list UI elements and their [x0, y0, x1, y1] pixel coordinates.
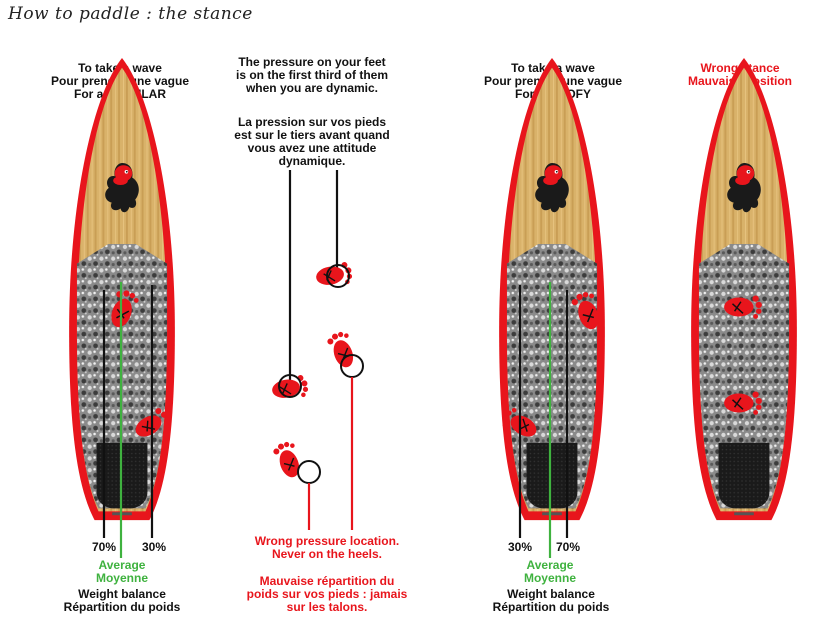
weight-line-text: Répartition du poids: [492, 600, 610, 614]
goofy-weight-label: Weight balance Répartition du poids: [481, 588, 621, 614]
pressure-circle: [326, 264, 350, 288]
pressure-fr-line: vous avez une attitude: [247, 141, 377, 155]
weight-line-text: Répartition du poids: [63, 600, 181, 614]
regular-left-percent: 70%: [91, 540, 117, 554]
weight-line-text: Weight balance: [78, 587, 166, 601]
goofy-left-percent: 30%: [507, 540, 533, 554]
goofy-board: [498, 57, 606, 558]
average-line-text: Moyenne: [95, 571, 148, 585]
wrong-pressure-en-line: Never on the heels.: [271, 547, 383, 561]
wrong-pressure-fr: Mauvaise répartition du poids sur vos pi…: [232, 575, 422, 614]
pressure-fr-text: La pression sur vos pieds est sur le tie…: [222, 116, 402, 168]
page-title: How to paddle : the stance: [8, 4, 253, 24]
wrong-stance-board: [691, 57, 797, 521]
pressure-circle: [278, 374, 302, 398]
regular-weight-label: Weight balance Répartition du poids: [52, 588, 192, 614]
wrong-pressure-fr-line: sur les talons.: [286, 600, 368, 614]
pressure-en-line: The pressure on your feet: [238, 55, 386, 69]
goofy-right-percent: 70%: [555, 540, 581, 554]
pressure-en-line: when you are dynamic.: [245, 81, 379, 95]
wrong-pressure-fr-line: poids sur vos pieds : jamais: [246, 587, 408, 601]
regular-average-label: Average Moyenne: [82, 559, 162, 585]
pressure-fr-line: dynamique.: [278, 154, 346, 168]
wrong-pressure-en: Wrong pressure location. Never on the he…: [232, 535, 422, 561]
pressure-en-text: The pressure on your feet is on the firs…: [222, 56, 402, 95]
pressure-fr-line: est sur le tiers avant quand: [234, 128, 390, 142]
footprint-icon: [324, 328, 360, 372]
regular-right-percent: 30%: [141, 540, 167, 554]
wrong-pressure-fr-line: Mauvaise répartition du: [259, 574, 395, 588]
goofy-average-label: Average Moyenne: [510, 559, 590, 585]
pressure-demo: [269, 170, 364, 530]
average-line-text: Moyenne: [523, 571, 576, 585]
wrong-pressure-en-line: Wrong pressure location.: [254, 534, 400, 548]
average-line-text: Average: [526, 558, 574, 572]
pressure-en-line: is on the first third of them: [236, 68, 388, 82]
average-line-text: Average: [98, 558, 146, 572]
footprint-icon: [270, 438, 306, 482]
pressure-fr-line: La pression sur vos pieds: [237, 115, 387, 129]
wrong-pressure-circle: [297, 460, 321, 484]
regular-board: [69, 57, 175, 558]
weight-line-text: Weight balance: [507, 587, 595, 601]
